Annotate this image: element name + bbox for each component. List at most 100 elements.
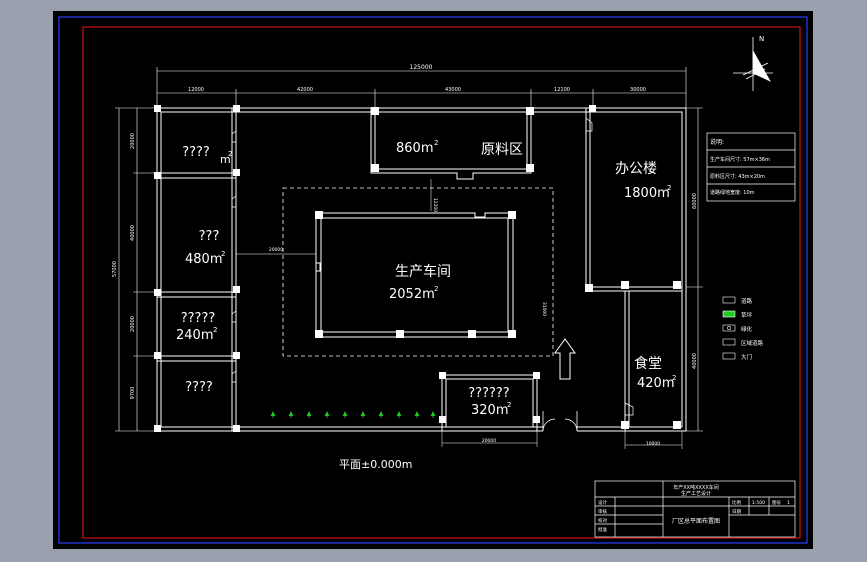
left-building-columns [154, 105, 240, 432]
dim-right-1: 60000 [692, 193, 698, 209]
production-area: 2052m [389, 287, 435, 302]
left-building-doors [231, 130, 237, 383]
room-3-area: 240m [176, 328, 213, 343]
raw-material-building [370, 108, 532, 180]
dim-overall-height: 57000 [112, 261, 118, 277]
canteen-area-exp: 2 [672, 374, 676, 382]
production-name: 生产车间 [395, 263, 451, 280]
tb-design-label: 设计 [598, 499, 607, 506]
dim-dorm-bottom: 20000 [482, 438, 496, 444]
notes-line-1: 生产车间尺寸: 57m×36m [710, 156, 770, 163]
cad-drawing-frame: 125000 12000 42000 43000 12100 30000 200… [53, 11, 813, 549]
legend-zone-road-label: 区域道路 [741, 339, 764, 347]
dim-left-1: 20000 [130, 133, 136, 149]
outer-border [58, 16, 808, 544]
legend-road-label: 道路 [741, 297, 753, 305]
raw-material-columns [371, 107, 534, 172]
canteen-building [624, 291, 630, 431]
dim-left-2: 40000 [130, 225, 136, 241]
raw-name: 原料区 [481, 142, 523, 158]
notes-line-3: 道路绿地宽度: 10m [710, 189, 755, 196]
canteen-door [624, 402, 634, 416]
legend-lawn-swatch [722, 310, 736, 318]
room-3-name: ????? [181, 311, 216, 326]
legend-road-swatch [722, 296, 736, 304]
dim-top-2: 42000 [297, 87, 313, 93]
office-area-exp: 2 [667, 184, 671, 192]
dim-left-3: 20000 [130, 316, 136, 332]
raw-area: 860m [396, 141, 433, 156]
notes-title: 说明: [710, 138, 724, 146]
office-area: 1800m [624, 186, 670, 201]
office-columns [585, 105, 681, 292]
tb-project-sub: 生产工艺设计 [681, 490, 711, 497]
canteen-columns [621, 421, 681, 429]
north-arrow-icon [733, 37, 773, 91]
dorm-area: 320m [471, 403, 508, 418]
legend-green-dot [727, 326, 731, 330]
room-4-name: ???? [185, 380, 213, 395]
room-1-unit: m [220, 153, 231, 166]
room-1-exp: 2 [228, 150, 232, 158]
production-area-exp: 2 [434, 285, 438, 293]
dim-top-4: 12100 [554, 87, 570, 93]
plan-caption: 平面±0.000m [339, 458, 412, 471]
room-1-name: ???? [182, 145, 210, 160]
top-dimension-lines [156, 67, 687, 111]
room-3-exp: 2 [213, 326, 217, 334]
title-block [594, 480, 796, 538]
tb-date-label: 日期 [732, 509, 741, 515]
site-plan-canvas: 125000 12000 42000 43000 12100 30000 200… [58, 16, 808, 544]
internal-road-dashed [282, 187, 554, 357]
tb-sheet-value: 1 [787, 500, 790, 506]
tb-approve-label: 批准 [598, 526, 607, 533]
dorm-columns [439, 372, 540, 423]
inner-border [82, 26, 801, 539]
canteen-area: 420m [637, 376, 674, 391]
dim-inner-left: 20000 [269, 247, 283, 253]
legend-green-label: 绿化 [741, 325, 753, 333]
tb-check-label: 审核 [598, 508, 607, 515]
legend-lawn-label: 草坪 [741, 311, 753, 319]
dim-canteen-bottom: 10000 [646, 441, 660, 447]
legend: 道路 草坪 绿化 区域道路 大门 [722, 296, 764, 361]
main-gate-gap [543, 425, 577, 433]
dorm-building [441, 374, 538, 432]
office-door [585, 117, 593, 132]
dim-top-3: 43000 [445, 87, 461, 93]
notes-table [706, 132, 796, 202]
dim-inner-right: 31000 [541, 302, 547, 316]
room-2-name: ??? [199, 229, 220, 244]
left-buildings [156, 107, 237, 432]
dim-right-2: 40000 [692, 353, 698, 369]
legend-gate-label: 大门 [741, 353, 752, 361]
canteen-bottom-dim [624, 431, 683, 449]
tb-project: 年产XX吨XXXX车间 [673, 484, 719, 491]
legend-gate-swatch [722, 352, 736, 360]
dorm-area-exp: 2 [507, 401, 511, 409]
tb-scale-value: 1:500 [752, 500, 765, 506]
dim-overall-width: 125000 [410, 64, 433, 71]
legend-green-swatch [722, 324, 736, 332]
room-2-exp: 2 [221, 250, 225, 258]
dim-top-1: 12000 [188, 87, 204, 93]
canteen-name: 食堂 [634, 355, 662, 372]
gate-icon [542, 411, 578, 432]
dim-left-4: 9700 [130, 387, 136, 400]
raw-area-exp: 2 [434, 139, 438, 147]
right-dimension-lines [686, 107, 703, 432]
tb-scale-label: 比例 [732, 499, 741, 506]
legend-zone-road-swatch [722, 338, 736, 346]
entrance-arrow-icon [554, 338, 576, 380]
dorm-bottom-dim [441, 431, 538, 447]
dorm-name: ?????? [468, 386, 509, 401]
tb-review-label: 校对 [598, 517, 607, 524]
production-workshop-columns [315, 211, 516, 338]
dim-top-5: 30000 [630, 87, 646, 93]
tb-sheet-label: 图号 [772, 500, 781, 506]
room-2-area: 480m [185, 252, 222, 267]
north-label: N [759, 35, 764, 43]
green-plants [270, 411, 436, 418]
notes-line-2: 原料区尺寸: 43m×20m [710, 173, 765, 180]
tb-drawing-title: 厂区总平面布置图 [672, 517, 720, 525]
